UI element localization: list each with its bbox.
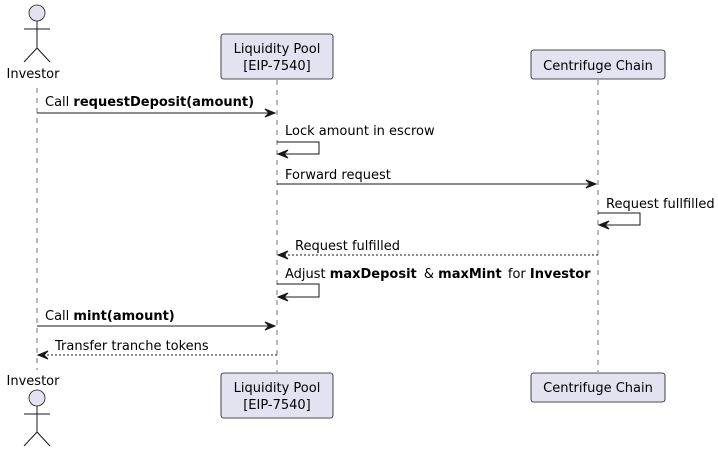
message-arrow-line [598, 212, 641, 226]
arrow-head-icon [276, 149, 289, 159]
participant-label-pool-line1: Liquidity Pool [234, 42, 321, 57]
message-label: Call requestDeposit(amount) [45, 95, 254, 110]
message-label: Adjust maxDeposit & maxMint for Investor [285, 267, 591, 282]
message-label: Request fulfilled [295, 239, 400, 254]
participant-label-chain: Centrifuge Chain [543, 381, 653, 396]
participant-label-pool-line1: Liquidity Pool [234, 381, 321, 396]
participant-label-investor: Investor [7, 374, 61, 389]
message-text: & [420, 267, 438, 282]
message-label: Lock amount in escrow [285, 124, 435, 139]
message-lock-escrow: Lock amount in escrow [276, 124, 435, 159]
message-prefix: Call [45, 95, 73, 110]
participant-centrifuge-chain-bottom: Centrifuge Chain [530, 372, 666, 403]
participant-centrifuge-chain-top: Centrifuge Chain [530, 49, 666, 80]
participant-label-investor: Investor [7, 67, 61, 82]
participant-label-pool-line2: [EIP-7540] [243, 398, 311, 413]
arrow-head-icon [36, 350, 49, 360]
message-label: Transfer tranche tokens [54, 339, 209, 354]
participant-label-chain: Centrifuge Chain [543, 59, 653, 74]
participant-box [530, 372, 666, 403]
actor-head-icon [28, 4, 46, 22]
participant-box [530, 49, 666, 80]
arrow-head-icon [264, 108, 277, 118]
participant-label-pool-line2: [EIP-7540] [243, 59, 311, 74]
message-forward-request: Forward request [277, 168, 598, 189]
message-label: Request fullfilled [606, 197, 715, 212]
message-request-fullfilled: Request fullfilled [597, 197, 715, 230]
message-mint: Call mint(amount) [37, 309, 277, 331]
actor-investor-bottom: Investor [7, 374, 61, 447]
message-bold: Investor [530, 267, 591, 282]
message-prefix: Call [45, 309, 73, 324]
message-text: for [504, 267, 530, 282]
arrow-head-icon [597, 220, 610, 230]
arrow-head-icon [276, 292, 289, 302]
arrow-head-icon [276, 250, 289, 260]
message-label: Call mint(amount) [45, 309, 175, 324]
message-arrow-line [277, 141, 320, 155]
actor-head-icon [28, 389, 46, 407]
participant-liquidity-pool-bottom: Liquidity Pool [EIP-7540] [220, 372, 334, 419]
message-label: Forward request [285, 168, 391, 183]
message-request-deposit: Call requestDeposit(amount) [37, 95, 277, 118]
arrow-head-icon [585, 179, 598, 189]
actor-body-icon [23, 21, 51, 63]
actor-body-icon [23, 406, 51, 447]
participant-box [220, 372, 334, 419]
message-arrow-line [277, 283, 320, 298]
arrow-head-icon [264, 321, 277, 331]
participant-box [220, 33, 334, 80]
message-bold: requestDeposit(amount) [73, 95, 254, 110]
message-bold: maxDeposit [330, 267, 417, 282]
message-bold: maxMint [438, 267, 502, 282]
message-transfer-tokens: Transfer tranche tokens [36, 339, 277, 360]
participant-liquidity-pool-top: Liquidity Pool [EIP-7540] [220, 33, 334, 80]
message-bold: mint(amount) [73, 309, 174, 324]
message-text: Adjust [285, 267, 330, 282]
message-adjust-limits: Adjust maxDeposit & maxMint for Investor [276, 267, 591, 302]
actor-investor-top: Investor [7, 4, 61, 82]
message-request-fulfilled-return: Request fulfilled [276, 239, 598, 260]
